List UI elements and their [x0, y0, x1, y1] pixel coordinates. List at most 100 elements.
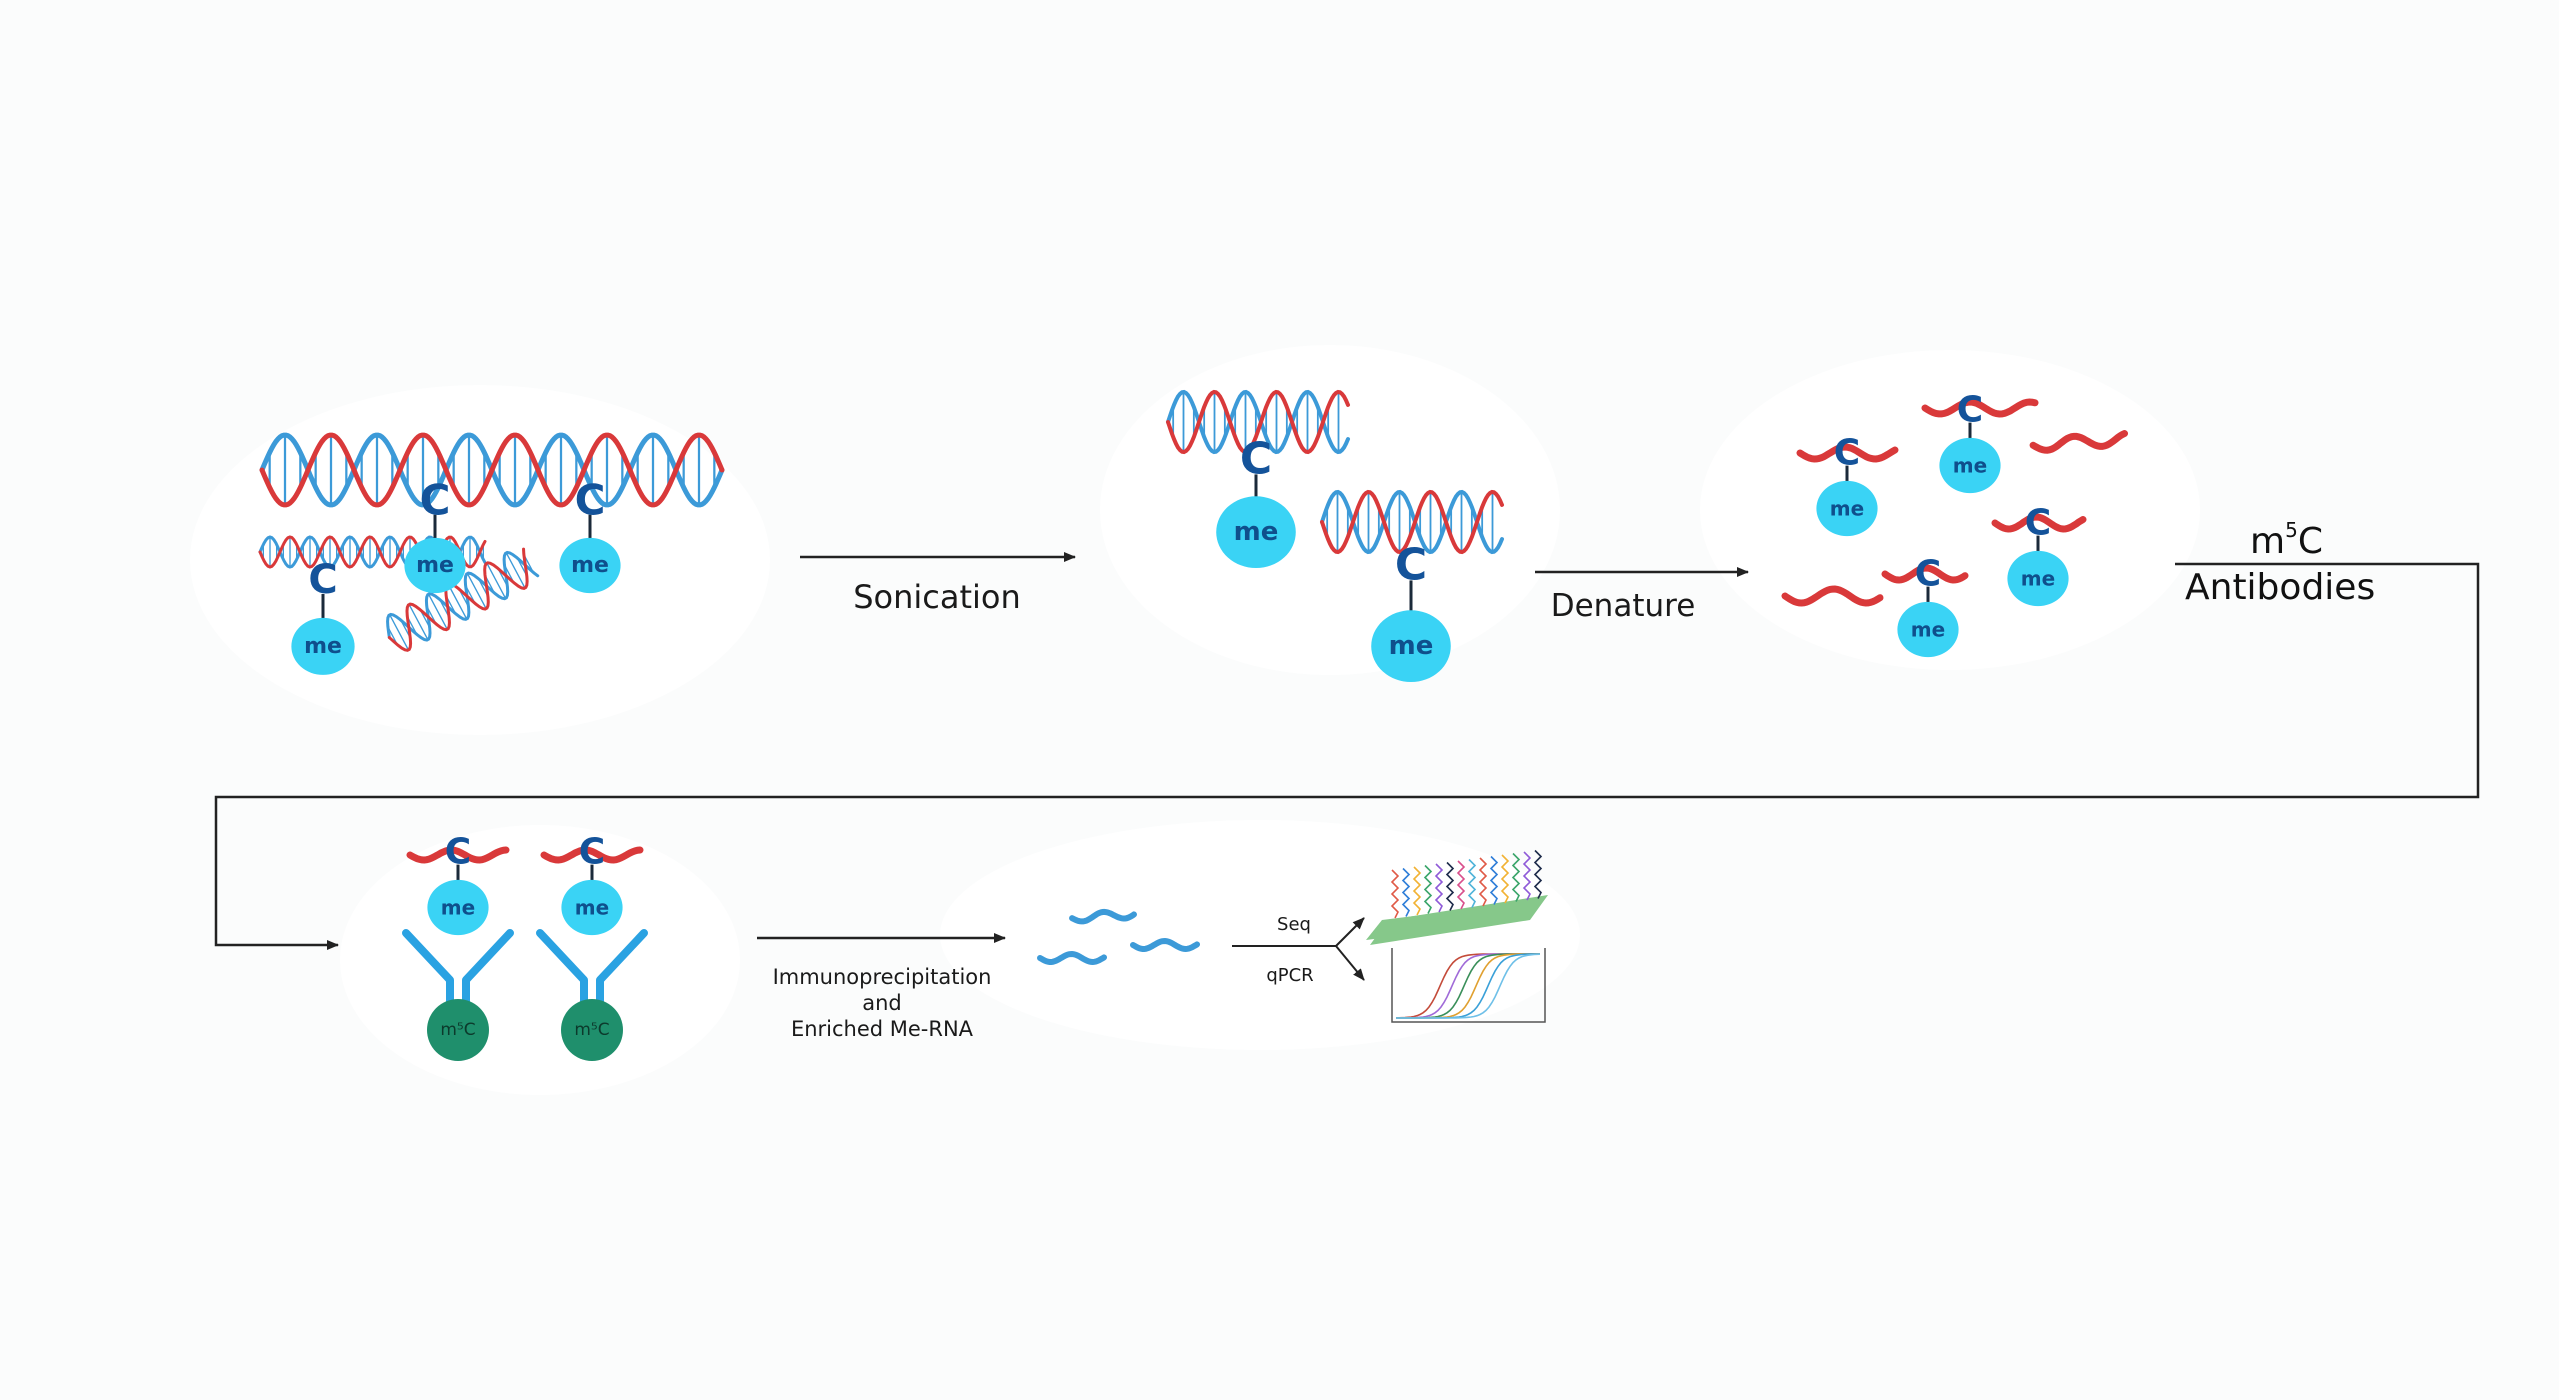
m5c-label: m5C: [2250, 518, 2323, 562]
antibodies-label: Antibodies: [2185, 567, 2375, 608]
antibody-complex: m⁵C me C: [536, 832, 648, 1061]
seq-read: [1533, 849, 1543, 899]
seq-read: [1467, 858, 1477, 908]
methyl-label: me: [571, 553, 609, 578]
captured-strand: [406, 846, 510, 864]
readout-panels: [1366, 849, 1548, 1023]
seq-read: [1489, 855, 1499, 905]
seq-read: [1423, 864, 1433, 914]
ip-label-line2: and: [862, 991, 902, 1015]
methylated-cytosine: me C: [1939, 390, 2001, 494]
methyl-label: me: [1830, 497, 1864, 521]
methyl-label: me: [1953, 454, 1987, 478]
methyl-label: me: [1234, 517, 1279, 547]
cytosine-glyph: C: [420, 476, 451, 525]
methyl-label: me: [304, 634, 342, 659]
antibody-y: [536, 929, 648, 1009]
cytosine-glyph: C: [575, 476, 606, 525]
seq-label: Seq: [1277, 914, 1311, 935]
stage1-intact-strands: me Cme Cme C: [258, 432, 725, 675]
base-pair-rung: [466, 573, 487, 610]
seq-arrow: [1335, 917, 1365, 947]
denature-label: Denature: [1551, 588, 1696, 624]
m5c-c: C: [2298, 521, 2323, 562]
single-strand-red: [1781, 585, 1884, 607]
enriched-rna-strand: [1069, 908, 1137, 925]
antibody-bead: [427, 999, 489, 1061]
enriched-rna-strand: [1037, 950, 1107, 966]
sonication-label: Sonication: [853, 578, 1021, 616]
cytosine-glyph: C: [308, 557, 337, 603]
ip-label-line3: Enriched Me-RNA: [791, 1017, 974, 1041]
qpcr-plot-frame: [1391, 948, 1546, 1023]
methyl-bubble: [404, 537, 466, 594]
methylated-cytosine: me C: [2007, 503, 2069, 607]
seq-read: [1500, 854, 1510, 904]
antibody-bead-label: m⁵C: [440, 1020, 475, 1040]
enriched-rna-strand: [1130, 937, 1200, 953]
methyl-bubble: [1897, 601, 1959, 658]
base-pair-rung: [427, 593, 448, 630]
seq-read: [1511, 852, 1521, 902]
methyl-label: me: [2021, 567, 2055, 591]
antibody-bead-label: m⁵C: [574, 1020, 609, 1040]
methyl-bubble: [1816, 480, 1878, 537]
methylated-cytosine: me C: [1897, 554, 1959, 658]
fragment-helix-2: [1320, 489, 1504, 555]
seq-read: [1412, 866, 1422, 916]
single-strand-red: [2029, 430, 2129, 454]
base-pair-rung: [505, 552, 526, 589]
cytosine-glyph: C: [1395, 540, 1427, 591]
captured-strand: [540, 846, 644, 864]
seq-read: [1522, 851, 1532, 901]
connector-arrow: [214, 562, 2480, 950]
helix-strand-red: [1166, 389, 1350, 455]
methyl-label: me: [575, 896, 609, 920]
methylated-cytosine: meC: [1216, 434, 1296, 569]
qpcr-label: qPCR: [1266, 965, 1313, 986]
m5c-base: m: [2250, 521, 2285, 562]
base-pair-rung: [486, 562, 507, 599]
methyl-label: me: [441, 896, 475, 920]
ip-label-line1: Immunoprecipitation: [773, 965, 992, 989]
methyl-bubble: [561, 879, 623, 936]
methyl-bubble: [427, 879, 489, 936]
cytosine-glyph: C: [1957, 390, 1983, 431]
cytosine-glyph: C: [1915, 554, 1941, 595]
background-blobs: [190, 345, 2200, 1095]
single-strand-red: [1796, 443, 1899, 463]
base-pair-rung: [389, 614, 410, 651]
helix-strand-red: [259, 432, 725, 508]
methylated-cytosine: me C: [559, 476, 621, 594]
antibody-bead: [561, 999, 623, 1061]
fragment-helix-1: [1166, 389, 1350, 455]
methylated-cytosine: me C: [291, 557, 355, 675]
single-strand-red: [1921, 398, 2039, 418]
qpcr-curve: [1396, 953, 1541, 1019]
methyl-label: me: [1389, 631, 1434, 661]
methyl-label: me: [416, 553, 454, 578]
seq-read: [1390, 869, 1400, 919]
methyl-bubble: [2007, 550, 2069, 607]
methyl-label: me: [1911, 618, 1945, 642]
m5c-superscript: 5: [2285, 518, 2298, 542]
seq-read: [1401, 867, 1411, 917]
seq-read: [1434, 863, 1444, 913]
seq-flowcell: [1366, 900, 1544, 940]
antibody-y: [402, 929, 514, 1009]
methylated-cytosine: meC: [427, 832, 489, 936]
seq-read: [1456, 860, 1466, 910]
seq-read: [1478, 857, 1488, 907]
antibody-complex: m⁵C meC: [402, 832, 514, 1061]
methyl-bubble: [559, 537, 621, 594]
long-helix: [259, 432, 725, 508]
methylated-cytosine: me C: [1371, 540, 1451, 683]
methyl-bubble: [291, 617, 355, 675]
qpcr-arrow: [1335, 945, 1365, 981]
cytosine-glyph: C: [2025, 503, 2051, 544]
helix-strand-red: [258, 535, 487, 569]
single-strand-red: [1881, 564, 1969, 584]
cytosine-glyph: C: [579, 832, 605, 873]
